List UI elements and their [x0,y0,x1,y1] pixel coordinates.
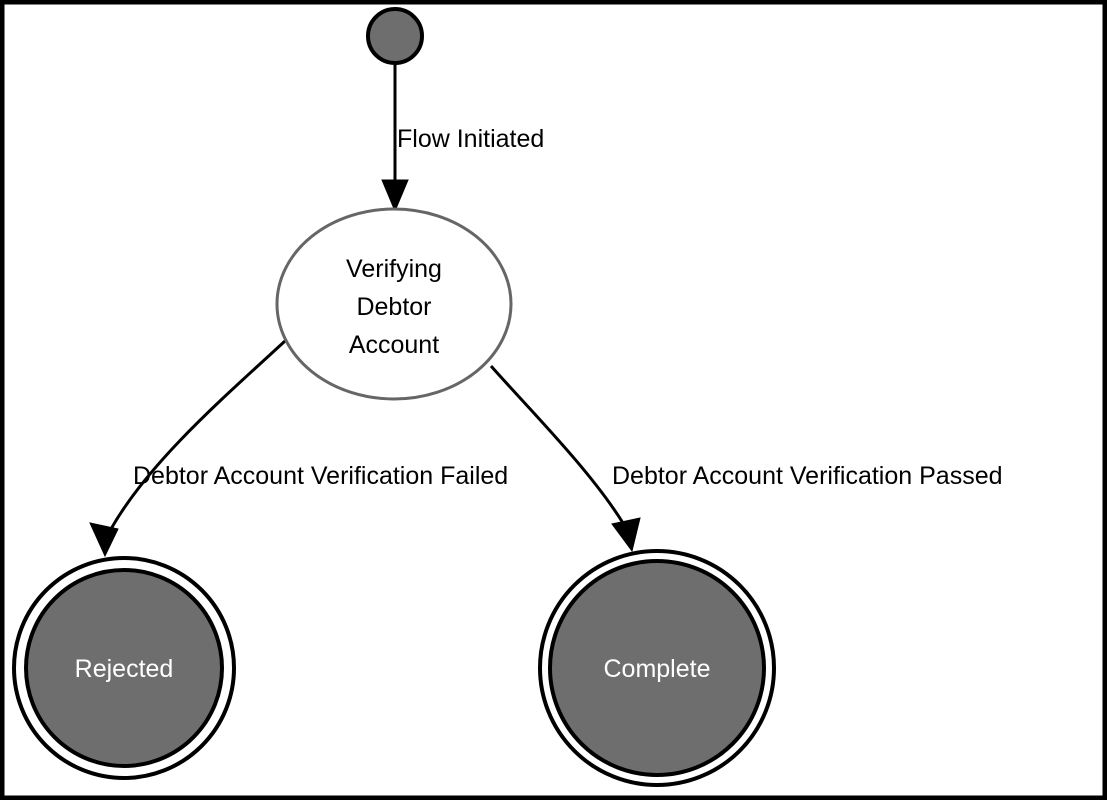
rejected-label: Rejected [75,655,174,683]
edge-verification-passed: Debtor Account Verification Passed [489,365,1003,553]
verifying-state-label-line1: Verifying [346,255,442,283]
edge-verification-failed: Debtor Account Verification Failed [89,339,508,558]
edge-verification-passed-arrowhead [611,517,641,553]
complete-inner-circle[interactable] [548,559,766,777]
edge-verification-failed-label: Debtor Account Verification Failed [133,462,508,490]
rejected-inner-circle[interactable] [24,568,224,768]
edge-verification-passed-path [489,365,625,524]
verifying-state-label-line3: Account [349,331,439,359]
node-start-state[interactable] [366,7,424,65]
initial-state-circle[interactable] [366,7,424,65]
edge-verification-failed-arrowhead [89,522,119,558]
edge-flow-initiated-arrowhead [381,179,409,213]
edge-verification-failed-path [109,339,287,530]
verifying-state-ellipse[interactable] [275,207,513,401]
edge-flow-initiated-label: Flow Initiated [397,125,544,153]
node-verifying-debtor-account[interactable]: Verifying Debtor Account [275,207,513,401]
node-complete-final-state[interactable]: Complete [538,549,776,787]
edge-flow-initiated: Flow Initiated [381,64,544,213]
node-rejected-final-state[interactable]: Rejected [12,556,236,780]
complete-label: Complete [604,655,711,683]
verifying-state-label-line2: Debtor [356,293,431,321]
edge-verification-passed-label: Debtor Account Verification Passed [612,462,1003,490]
